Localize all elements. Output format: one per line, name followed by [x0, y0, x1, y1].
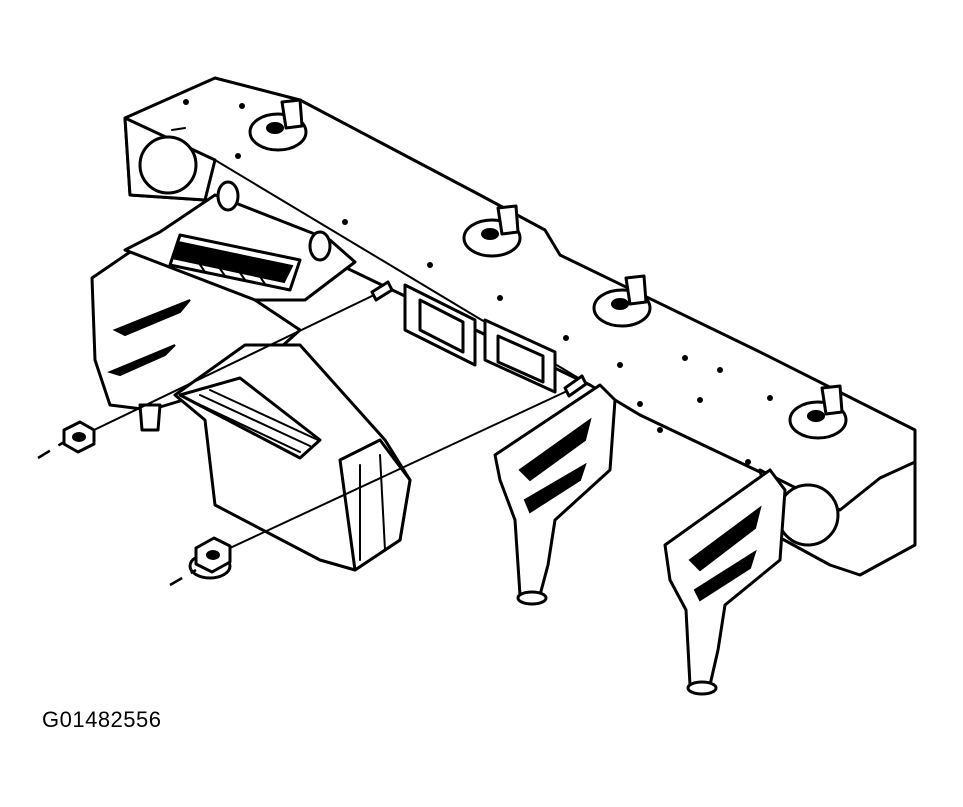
mounting-clip-2: [462, 204, 522, 258]
lower-duct-housing: [90, 250, 412, 572]
lower-flange-nut: [169, 391, 566, 587]
mounting-clip-4: [788, 384, 848, 440]
center-stud: [563, 374, 588, 398]
figure-id-label: G01482556: [42, 707, 162, 732]
right-support-bracket: [663, 468, 787, 696]
upper-stud: [370, 280, 394, 302]
mounting-clip-1: [248, 98, 308, 152]
upper-nut: [37, 295, 373, 460]
center-support-bracket: [493, 383, 617, 606]
upper-vent-assembly: [123, 180, 557, 394]
mounting-clip-3: [592, 274, 652, 328]
